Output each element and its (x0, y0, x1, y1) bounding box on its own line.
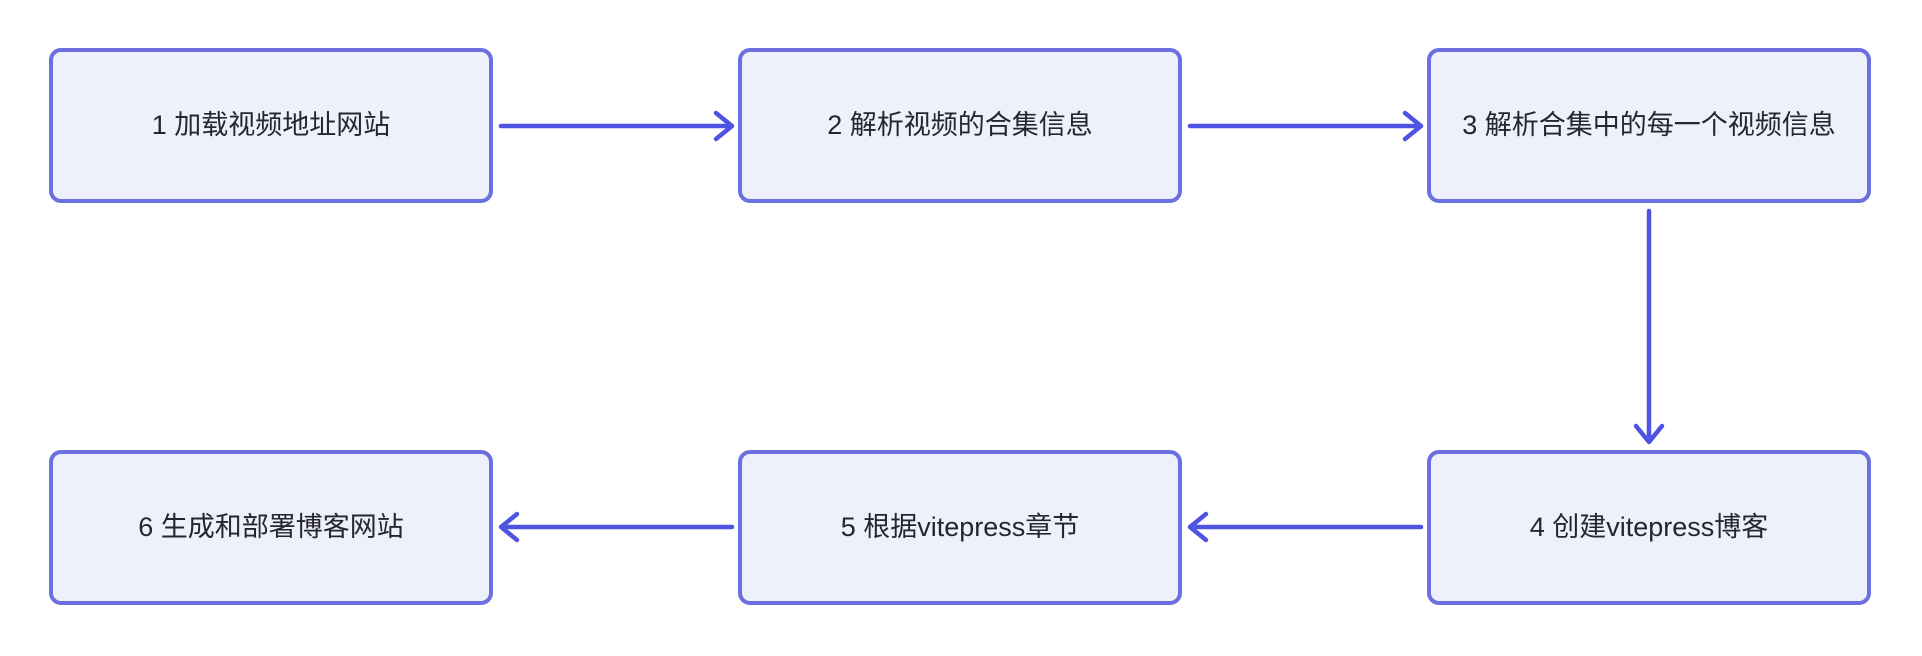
arrowhead-left-icon (1187, 511, 1209, 543)
edge-4-to-5 (1187, 511, 1424, 543)
flow-node-1-label: 1 加载视频地址网站 (151, 109, 391, 140)
flow-node-4-label: 4 创建vitepress博客 (1529, 511, 1769, 542)
flow-node-1: 1 加载视频地址网站 (49, 48, 493, 203)
flow-node-5: 5 根据vitepress章节 (738, 450, 1182, 605)
edge-5-to-6 (498, 511, 735, 543)
arrowhead-left-icon (498, 511, 520, 543)
arrowhead-down-icon (1633, 423, 1665, 445)
arrowhead-right-icon (713, 110, 735, 142)
flow-node-2: 2 解析视频的合集信息 (738, 48, 1182, 203)
arrowhead-right-icon (1402, 110, 1424, 142)
edge-1-to-2 (498, 110, 735, 142)
flow-node-5-label: 5 根据vitepress章节 (840, 511, 1080, 542)
flow-node-3-label: 3 解析合集中的每一个视频信息 (1462, 109, 1836, 140)
flow-node-3: 3 解析合集中的每一个视频信息 (1427, 48, 1871, 203)
flow-node-4: 4 创建vitepress博客 (1427, 450, 1871, 605)
flow-node-6: 6 生成和部署博客网站 (49, 450, 493, 605)
edge-2-to-3 (1187, 110, 1424, 142)
flow-node-6-label: 6 生成和部署博客网站 (138, 511, 404, 542)
edge-3-to-4 (1633, 208, 1665, 445)
flow-node-2-label: 2 解析视频的合集信息 (827, 109, 1093, 140)
